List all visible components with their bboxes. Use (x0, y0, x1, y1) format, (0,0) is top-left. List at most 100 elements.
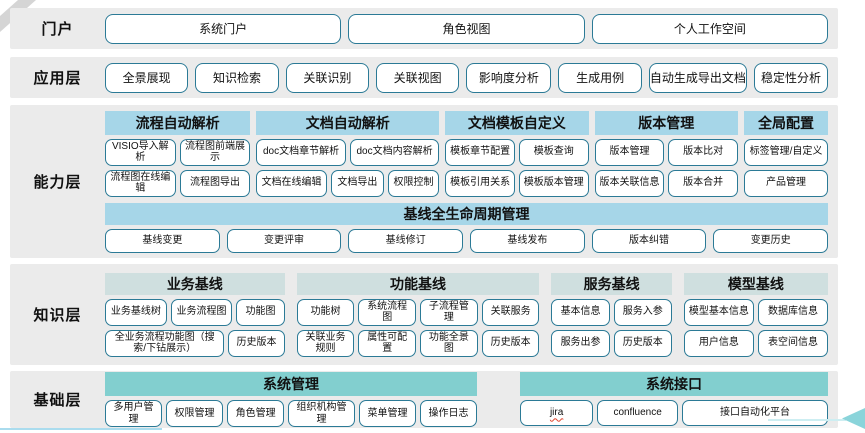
foundation-button[interactable]: 接口自动化平台 (682, 400, 828, 426)
knowledge-button[interactable]: 关联服务 (481, 298, 540, 326)
foundation-group-header: 系统管理 (105, 372, 477, 396)
portal-buttons: 系统门户 角色视图 个人工作空间 (105, 8, 838, 49)
capability-button[interactable]: 文档在线编辑 (256, 169, 327, 197)
arrow-tail-line (768, 419, 846, 421)
knowledge-button[interactable]: 子流程管理 (420, 298, 478, 326)
cap-group-process-parse: 流程自动解析 VISIO导入解析 流程图前端展示 流程图在线编辑 流程图导出 (105, 110, 251, 197)
capability-button[interactable]: 流程图导出 (179, 169, 251, 197)
foundation-button[interactable]: 角色管理 (227, 400, 285, 427)
capability-button[interactable]: 流程图在线编辑 (105, 169, 176, 197)
knowledge-button[interactable]: 历史版本 (613, 329, 672, 357)
knowledge-group-header: 业务基线 (105, 272, 285, 295)
capability-button[interactable]: 版本合并 (668, 169, 738, 197)
capability-groups: 流程自动解析 VISIO导入解析 流程图前端展示 流程图在线编辑 流程图导出 文… (105, 110, 828, 197)
knowledge-button[interactable]: 模型基本信息 (683, 298, 754, 326)
baseline-buttons: 基线变更 变更评审 基线修订 基线发布 版本纠错 变更历史 (105, 228, 829, 253)
capability-button[interactable]: 模板查询 (518, 138, 589, 166)
capability-button[interactable]: 标签管理/自定义 (743, 138, 828, 166)
fd-group-system-interface: 系统接口 jira confluence 接口自动化平台 (520, 372, 828, 427)
knowledge-button[interactable]: 数据库信息 (757, 298, 828, 326)
app-button[interactable]: 关联识别 (285, 62, 369, 93)
foundation-button[interactable]: 组织机构管理 (288, 400, 355, 427)
app-button[interactable]: 全景展现 (105, 62, 189, 93)
app-button[interactable]: 稳定性分析 (753, 62, 828, 93)
capability-button[interactable]: doc文档内容解析 (349, 138, 440, 166)
knowledge-button[interactable]: 功能树 (296, 298, 355, 326)
knowledge-groups: 业务基线 业务基线树 业务流程图 功能图 全业务流程功能图（搜索/下钻展示） 历… (105, 272, 828, 357)
capability-button[interactable]: 模板引用关系 (445, 169, 515, 197)
jira-label: jira (549, 407, 564, 419)
app-button[interactable]: 关联视图 (375, 62, 460, 93)
knowledge-button[interactable]: 功能图 (236, 298, 285, 326)
portal-button[interactable]: 角色视图 (348, 13, 585, 44)
knowledge-button[interactable]: 历史版本 (481, 329, 540, 357)
foundation-button[interactable]: confluence (597, 400, 678, 426)
capability-button[interactable]: 权限控制 (387, 169, 440, 197)
knowledge-button[interactable]: 业务基线树 (105, 298, 167, 326)
app-button[interactable]: 自动生成导出文档 (648, 62, 747, 93)
capability-button[interactable]: 版本管理 (594, 138, 665, 166)
capability-button[interactable]: 版本比对 (668, 138, 738, 166)
knowledge-button[interactable]: 业务流程图 (170, 298, 233, 326)
knowledge-button[interactable]: 属性可配置 (358, 329, 417, 357)
capability-button[interactable]: 版本关联信息 (594, 169, 665, 197)
layer-label-foundation: 基础层 (33, 392, 82, 409)
baseline-button[interactable]: 变更评审 (226, 228, 342, 253)
knowledge-group-header: 模型基线 (683, 272, 828, 295)
capability-button[interactable]: 流程图前端展示 (179, 138, 251, 166)
bottom-blue-line (0, 428, 162, 430)
capability-button[interactable]: 模板章节配置 (445, 138, 515, 166)
baseline-button[interactable]: 变更历史 (713, 228, 829, 253)
layer-row-foundation: 基础层 系统管理 多用户管理 权限管理 角色管理 组织机构管理 菜单管理 操作日… (10, 371, 838, 428)
cap-group-global-config: 全局配置 标签管理/自定义 产品管理 (743, 110, 828, 197)
capability-button[interactable]: 产品管理 (743, 169, 828, 197)
foundation-button[interactable]: 多用户管理 (105, 400, 163, 427)
foundation-group-header: 系统接口 (520, 372, 828, 396)
knowledge-button[interactable]: 用户信息 (683, 329, 754, 357)
kn-group-business-baseline: 业务基线 业务基线树 业务流程图 功能图 全业务流程功能图（搜索/下钻展示） 历… (105, 272, 285, 357)
layer-label-capability: 能力层 (33, 174, 82, 191)
baseline-button[interactable]: 基线修订 (348, 228, 464, 253)
knowledge-group-header: 服务基线 (551, 272, 672, 295)
knowledge-button[interactable]: 服务出参 (551, 329, 610, 357)
layer-label-knowledge: 知识层 (33, 307, 82, 324)
capability-button[interactable]: 文档导出 (330, 169, 384, 197)
baseline-button[interactable]: 基线变更 (105, 228, 220, 253)
app-button[interactable]: 知识检索 (195, 62, 279, 93)
portal-button[interactable]: 个人工作空间 (591, 13, 828, 44)
knowledge-button[interactable]: 全业务流程功能图（搜索/下钻展示） (105, 329, 225, 357)
fd-group-system-mgmt: 系统管理 多用户管理 权限管理 角色管理 组织机构管理 菜单管理 操作日志 (105, 372, 477, 427)
baseline-button[interactable]: 版本纠错 (591, 228, 707, 253)
foundation-button[interactable]: 权限管理 (166, 400, 224, 427)
left-arrow-icon (842, 408, 865, 429)
knowledge-button[interactable]: 服务入参 (613, 298, 672, 326)
kn-group-service-baseline: 服务基线 基本信息 服务入参 服务出参 历史版本 (551, 272, 672, 357)
cap-group-template: 文档模板自定义 模板章节配置 模板查询 模板引用关系 模板版本管理 (445, 110, 589, 197)
baseline-button[interactable]: 基线发布 (470, 228, 585, 253)
knowledge-button[interactable]: 基本信息 (551, 298, 610, 326)
app-button[interactable]: 影响度分析 (466, 62, 552, 93)
capability-button[interactable]: 模板版本管理 (518, 169, 589, 197)
foundation-button[interactable]: 菜单管理 (358, 400, 416, 427)
baseline-lifecycle-header: 基线全生命周期管理 (105, 202, 828, 225)
knowledge-button[interactable]: 功能全景图 (420, 329, 478, 357)
foundation-button-jira[interactable]: jira (520, 400, 594, 426)
cap-group-header: 文档模板自定义 (445, 110, 589, 135)
knowledge-button[interactable]: 历史版本 (228, 329, 285, 357)
cap-group-header: 版本管理 (594, 110, 738, 135)
cap-group-version: 版本管理 版本管理 版本比对 版本关联信息 版本合并 (594, 110, 738, 197)
cap-group-header: 全局配置 (743, 110, 828, 135)
knowledge-content: 业务基线 业务基线树 业务流程图 功能图 全业务流程功能图（搜索/下钻展示） 历… (105, 264, 838, 365)
kn-group-model-baseline: 模型基线 模型基本信息 数据库信息 用户信息 表空间信息 (683, 272, 828, 357)
foundation-button[interactable]: 操作日志 (419, 400, 477, 427)
knowledge-button[interactable]: 关联业务规则 (296, 329, 355, 357)
capability-button[interactable]: doc文档章节解析 (256, 138, 346, 166)
layer-row-knowledge: 知识层 业务基线 业务基线树 业务流程图 功能图 全业务流程功能图（搜索/下钻展… (10, 264, 838, 365)
knowledge-button[interactable]: 表空间信息 (757, 329, 828, 357)
capability-button[interactable]: VISIO导入解析 (105, 138, 176, 166)
app-button[interactable]: 生成用例 (558, 62, 642, 93)
knowledge-button[interactable]: 系统流程图 (358, 298, 417, 326)
cap-group-header: 文档自动解析 (256, 110, 440, 135)
portal-button[interactable]: 系统门户 (105, 13, 342, 44)
knowledge-group-header: 功能基线 (296, 272, 540, 295)
